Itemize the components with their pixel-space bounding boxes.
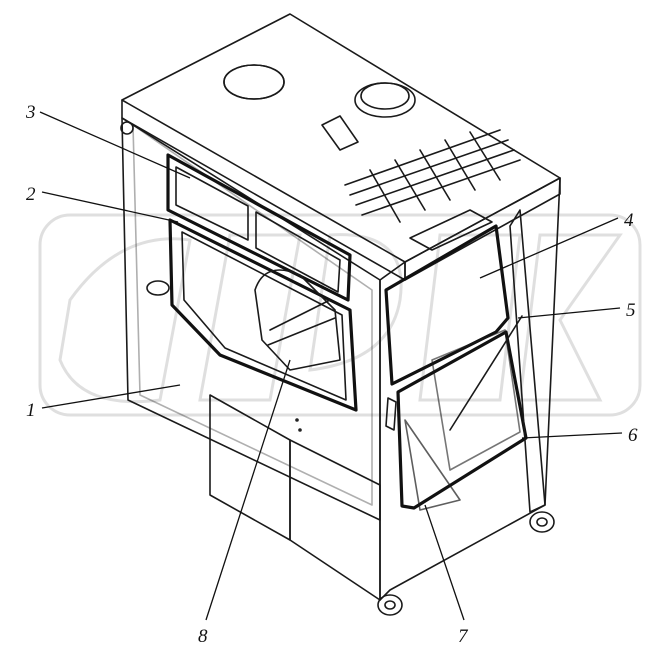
roof [121, 13, 561, 281]
leader-5 [517, 307, 621, 319]
leader-1 [41, 384, 181, 409]
leader-3 [39, 111, 191, 179]
front-frame [379, 177, 561, 601]
callout-4: 4 [624, 210, 634, 231]
callout-1: 1 [26, 400, 36, 421]
callout-3: 3 [25, 102, 36, 123]
leader-4 [479, 217, 619, 279]
leader-2 [41, 191, 179, 223]
callout-7: 7 [458, 626, 469, 647]
callout-6: 6 [628, 425, 638, 446]
leader-lines [39, 111, 623, 621]
callout-2: 2 [26, 184, 36, 205]
caster-wheels [120, 121, 555, 616]
left-side-wall [121, 117, 381, 521]
callout-8: 8 [198, 626, 208, 647]
leader-6 [521, 432, 623, 439]
leader-7 [424, 504, 465, 621]
watermark [38, 213, 642, 417]
callout-5: 5 [626, 300, 636, 321]
callout-labels: 1 2 3 4 5 6 7 8 [25, 102, 638, 647]
leader-8 [205, 359, 291, 621]
